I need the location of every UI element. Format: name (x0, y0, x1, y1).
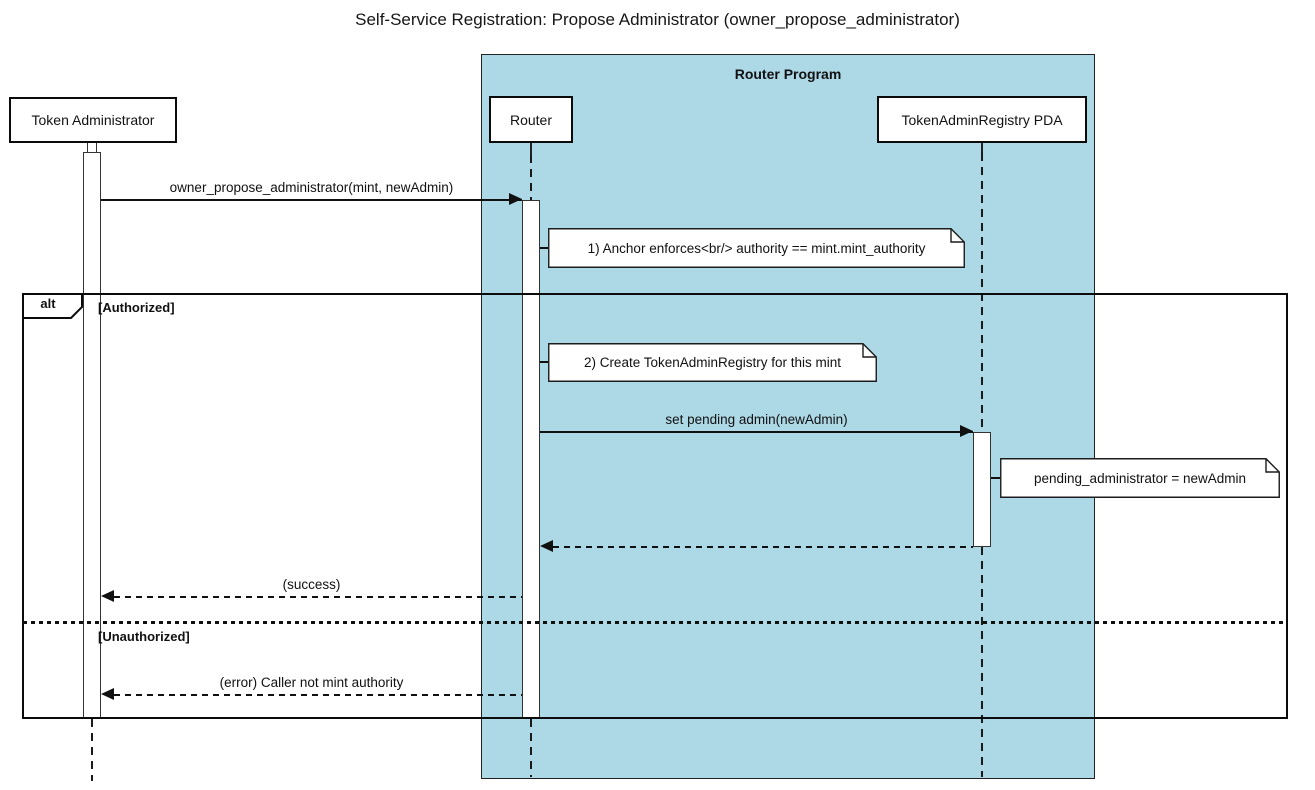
activation-router (522, 200, 540, 719)
alt-guard-unauthorized: [Unauthorized] (98, 629, 190, 644)
participant-registry-pda-label: TokenAdminRegistry PDA (901, 111, 1063, 128)
participant-router-label: Router (509, 111, 553, 128)
lifeline-stub-router (530, 143, 532, 155)
note-create-registry-connector (540, 361, 548, 363)
participant-router: Router (489, 96, 573, 143)
note-anchor-enforces: 1) Anchor enforces<br/> authority == min… (548, 228, 965, 268)
activation-registry-pda (973, 432, 991, 547)
lifeline-stub-registry-pda (981, 143, 983, 153)
note-pending-admin-connector (991, 477, 1000, 479)
alt-section-divider (23, 621, 1287, 624)
message-set-pending-line (540, 431, 973, 433)
participant-token-administrator-label: Token Administrator (31, 112, 155, 128)
lifeline-router-bottom (530, 719, 532, 777)
message-set-pending-arrowhead-icon (960, 425, 973, 437)
note-create-registry: 2) Create TokenAdminRegistry for this mi… (548, 343, 877, 382)
note-anchor-enforces-connector (540, 247, 548, 249)
lifeline-router-top (530, 155, 532, 200)
message-success-line (114, 596, 522, 598)
note-pending-admin-text: pending_administrator = newAdmin (1034, 470, 1246, 486)
message-propose-line (101, 199, 522, 201)
participant-token-administrator: Token Administrator (9, 97, 177, 143)
return-pda-to-router-line (553, 546, 973, 548)
router-program-group-label: Router Program (734, 66, 842, 82)
note-create-registry-text: 2) Create TokenAdminRegistry for this mi… (583, 355, 842, 370)
participant-registry-pda: TokenAdminRegistry PDA (877, 96, 1087, 143)
return-pda-to-router-arrowhead-icon (540, 540, 553, 552)
alt-operator-label: alt (40, 296, 56, 311)
message-error-line (114, 694, 522, 696)
note-shape-icon (548, 343, 877, 382)
message-success-arrowhead-icon (101, 590, 114, 602)
note-shape-icon (548, 228, 965, 268)
message-propose-arrowhead-icon (509, 193, 522, 205)
lifeline-registry-pda-top (981, 153, 983, 432)
note-shape-icon (1000, 458, 1280, 498)
message-error-arrowhead-icon (101, 688, 114, 700)
message-propose-label: owner_propose_administrator(mint, newAdm… (169, 180, 454, 195)
message-error-label: (error) Caller not mint authority (219, 675, 404, 690)
message-success-label: (success) (282, 577, 341, 592)
alt-guard-authorized: [Authorized] (98, 300, 175, 315)
lifeline-token-administrator (91, 719, 93, 781)
lifeline-registry-pda-bottom (981, 547, 983, 777)
note-pending-admin: pending_administrator = newAdmin (1000, 458, 1280, 498)
message-set-pending-label: set pending admin(newAdmin) (665, 412, 848, 427)
note-anchor-enforces-text: 1) Anchor enforces<br/> authority == min… (587, 240, 926, 256)
router-program-group-box (481, 54, 1095, 779)
diagram-title: Self-Service Registration: Propose Admin… (355, 10, 960, 29)
